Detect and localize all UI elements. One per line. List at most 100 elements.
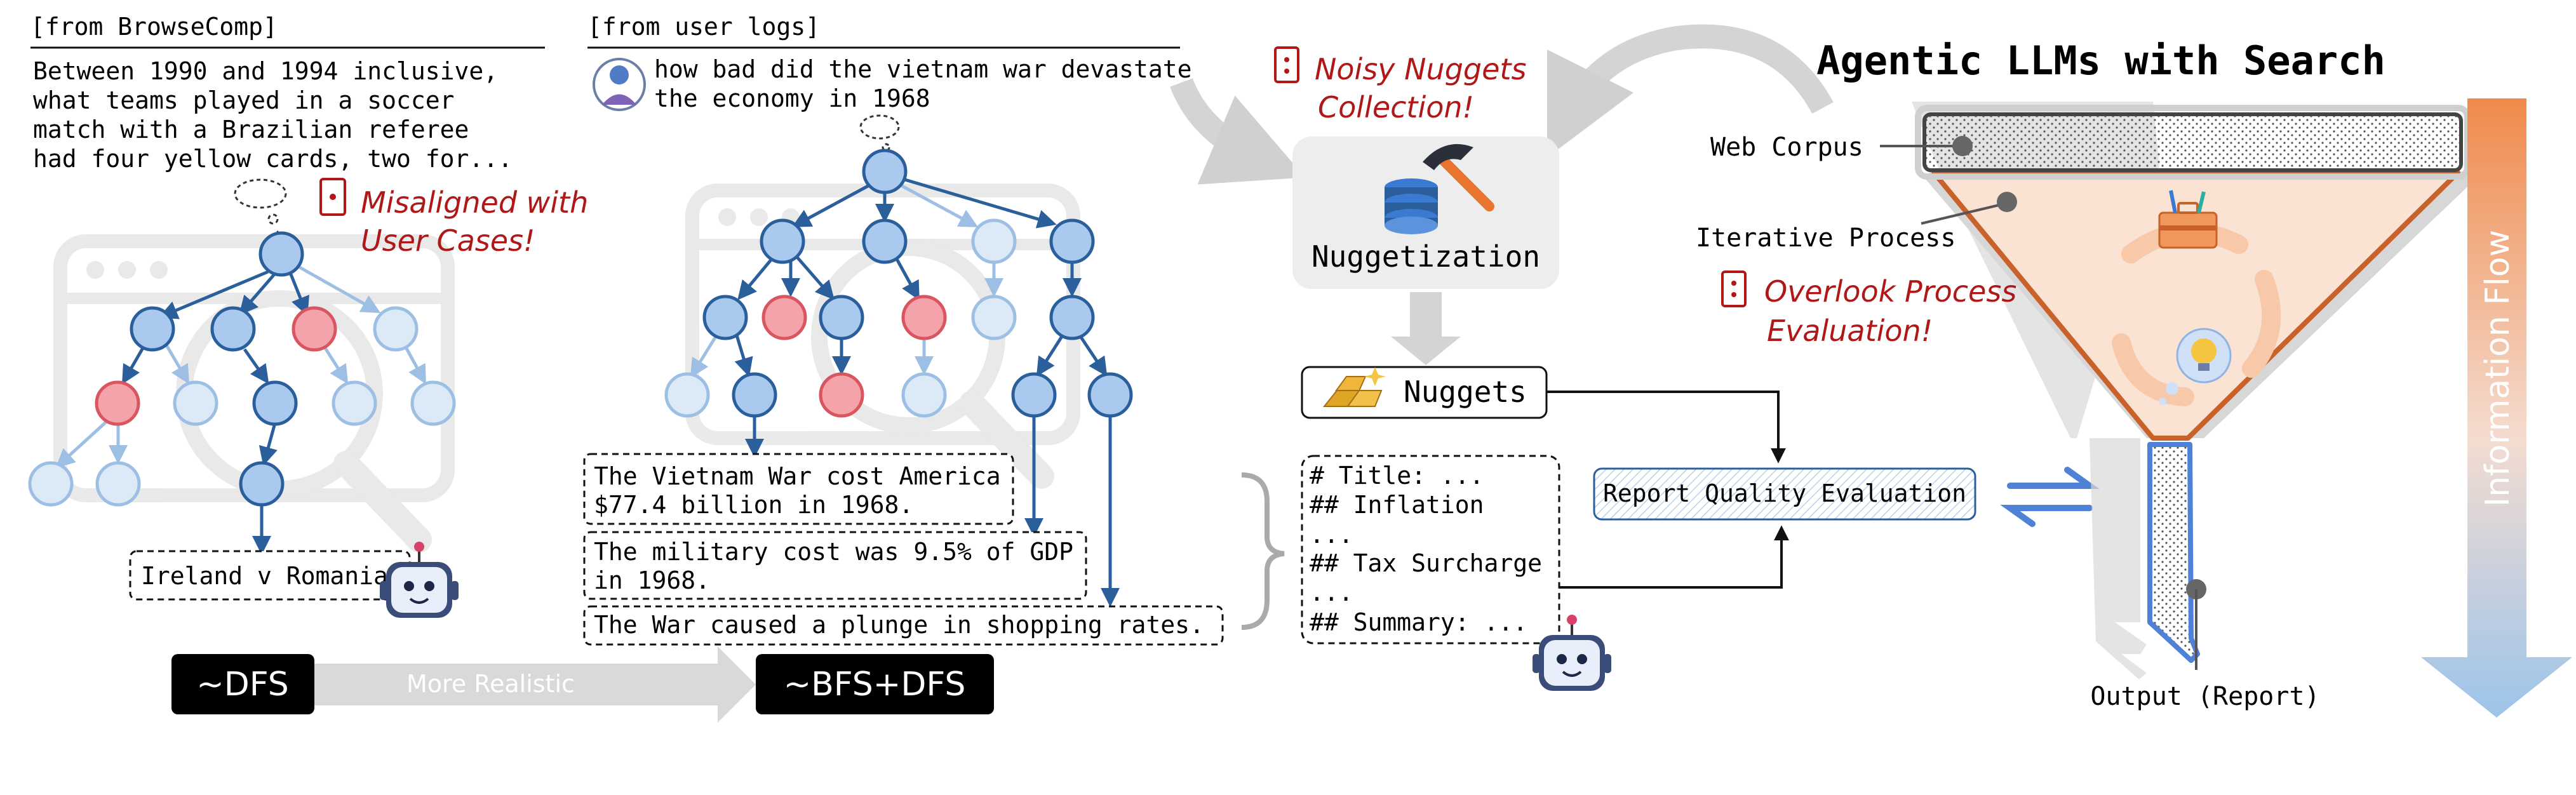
web-corpus-label: Web Corpus — [1710, 133, 1863, 162]
tree-node-faded — [28, 461, 74, 507]
nuggets-to-evaluation-arrow — [1546, 391, 1786, 464]
iterative-pointer-dot — [1997, 192, 2017, 212]
middle-panel: [from user logs] how bad did the vietnam… — [583, 13, 1224, 646]
robot-icon — [380, 542, 459, 618]
gray-curve-arrow-left — [1170, 77, 1306, 185]
lightbulb-icon — [2159, 328, 2232, 405]
bfs-dfs-label: ~BFS+DFS — [784, 665, 966, 704]
alert-card-icon — [1721, 271, 1747, 307]
report-line: # Title: ... — [1310, 462, 1484, 490]
exchange-arrows-icon — [2000, 467, 2100, 527]
left-alert-text: Misaligned with User Cases! — [361, 185, 598, 258]
left-tree-edges — [55, 265, 426, 555]
left-tree-nodes — [28, 231, 456, 507]
fact-text: The War caused a plunge in shopping rate… — [594, 611, 1204, 639]
tree-node — [252, 380, 298, 426]
report-line: ... — [1310, 521, 1353, 549]
more-realistic-arrow — [314, 646, 756, 723]
iterative-label: Iterative Process — [1696, 224, 1955, 253]
fact-line: $77.4 billion in 1968. — [594, 491, 913, 519]
output-tube — [2147, 442, 2200, 663]
thought-bubble-icon — [859, 114, 900, 152]
user-avatar-icon — [593, 58, 646, 111]
left-question-line: had four yellow cards, two for... — [33, 145, 513, 173]
tree-node-irrelevant — [761, 295, 807, 340]
nugget-alert-line: Noisy Nuggets — [1315, 52, 1526, 86]
curly-brace — [1241, 472, 1285, 630]
nugget-alert-line: Collection! — [1318, 90, 1474, 124]
tree-node-irrelevant — [901, 295, 947, 340]
report-line: ## Inflation — [1310, 491, 1484, 519]
middle-tree-nodes — [664, 149, 1133, 418]
tree-node — [702, 295, 748, 340]
tree-node — [732, 372, 777, 418]
tree-node-irrelevant — [95, 380, 140, 426]
web-corpus-bar — [1922, 112, 2463, 172]
output-label: Output (Report) — [2090, 682, 2319, 711]
right-alert-text: Overlook Process Evaluation! — [1764, 274, 2026, 348]
tree-node — [1049, 295, 1095, 340]
tree-node — [210, 306, 256, 352]
tree-node-irrelevant — [819, 372, 864, 418]
left-question-line: Between 1990 and 1994 inclusive, — [33, 57, 498, 85]
nuggetization-down-arrow — [1391, 292, 1461, 365]
fact-box — [583, 605, 1224, 646]
tree-node — [258, 231, 304, 277]
hammer-icon — [1423, 144, 1494, 211]
tree-node — [1049, 218, 1095, 264]
tree-node-faded — [373, 306, 419, 352]
report-to-evaluation-arrow — [1559, 525, 1789, 589]
right-title: Agentic LLMs with Search — [1816, 37, 2385, 84]
tree-node-faded — [971, 218, 1017, 264]
dfs-label: ~DFS — [196, 665, 289, 704]
web-corpus-pointer-dot — [1952, 136, 1973, 156]
report-box — [1301, 455, 1560, 645]
evaluation-label: Report Quality Evaluation — [1603, 479, 1966, 507]
evaluation-box — [1593, 467, 1976, 521]
nugget-alert-text: Noisy Nuggets Collection! — [1315, 52, 1536, 124]
fact-box — [583, 531, 1087, 600]
report-line: ## Summary: ... — [1310, 608, 1527, 636]
thought-bubble-icon — [234, 178, 287, 237]
tree-node-faded — [332, 380, 377, 426]
tree-node — [239, 461, 285, 507]
tree-node — [1011, 372, 1057, 418]
report-line: ## Tax Surcharge — [1310, 549, 1542, 577]
tree-node — [130, 306, 175, 352]
alert-card-icon — [1274, 46, 1299, 83]
middle-query-line: the economy in 1968 — [654, 84, 930, 112]
gray-curve-arrow-right — [1546, 24, 1834, 157]
nuggetization-label: Nuggetization — [1311, 239, 1540, 274]
robot-icon — [1533, 615, 1611, 691]
fact-line: The military cost was 9.5% of GDP — [594, 538, 1073, 566]
toolbox-icon — [2158, 190, 2218, 249]
tree-node-faded — [95, 461, 141, 507]
left-question-line: what teams played in a soccer — [33, 86, 454, 114]
fact-box — [583, 453, 1014, 525]
tree-node-irrelevant — [292, 306, 337, 352]
bottom-strip: More Realistic ~DFS ~BFS+DFS — [171, 646, 994, 723]
tree-node-faded — [901, 372, 947, 418]
left-question: Between 1990 and 1994 inclusive, what te… — [33, 57, 513, 173]
information-flow-label: Information Flow — [2479, 230, 2517, 507]
alert-card-icon — [319, 178, 346, 216]
left-answer-text: Ireland v Romania — [141, 562, 388, 590]
left-source-label: [from BrowseComp] — [30, 13, 278, 41]
tree-node-faded — [173, 380, 218, 426]
left-question-line: match with a Brazilian referee — [33, 116, 469, 144]
information-flow-arrow — [2421, 98, 2572, 718]
tree-node — [1087, 372, 1133, 418]
tree-node-faded — [410, 380, 456, 426]
fact-text: The military cost was 9.5% of GDP in 196… — [594, 538, 1088, 594]
middle-tree-edges — [690, 178, 1120, 607]
right-alert-line: Overlook Process — [1764, 274, 2016, 309]
dfs-badge — [171, 654, 314, 714]
iterative-pointer — [1921, 202, 2008, 225]
fact-line: The Vietnam War cost America — [594, 462, 1001, 490]
nugget-section: Noisy Nuggets Collection! Nuggetization … — [1170, 24, 2100, 691]
gold-bars-icon — [1322, 367, 1386, 407]
tree-node-faded — [664, 372, 710, 418]
report-line: ... — [1310, 578, 1353, 606]
middle-source-label: [from user logs] — [587, 13, 820, 41]
